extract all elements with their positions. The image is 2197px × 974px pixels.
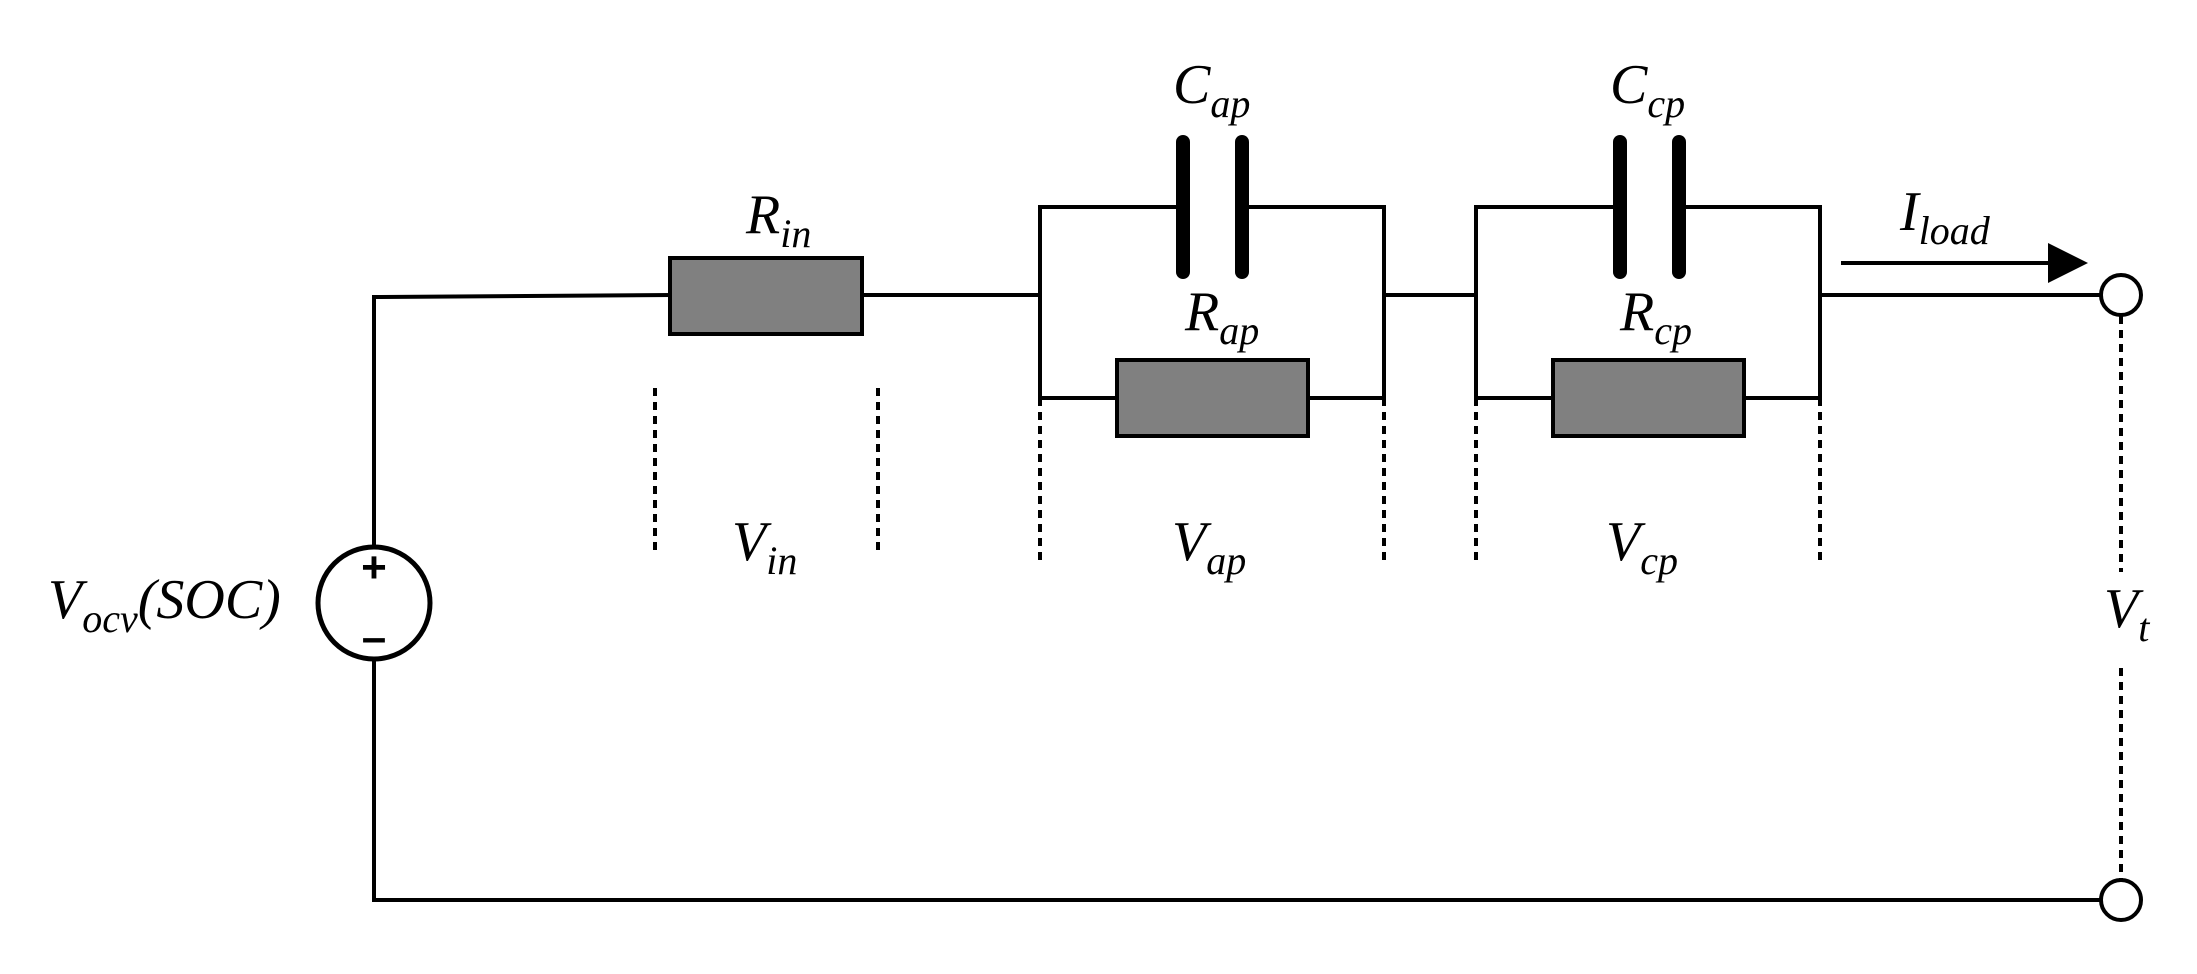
label-iload: Iload (1899, 181, 1991, 253)
label-vin-main: V (732, 511, 772, 573)
label-source-sub: ocv (82, 596, 138, 641)
label-rcp-sub: cp (1654, 308, 1692, 353)
label-cap-main: C (1173, 54, 1211, 116)
label-iload-sub: load (1919, 208, 1991, 253)
label-vcp-main: V (1606, 511, 1646, 573)
terminal-top (2099, 273, 2143, 317)
label-rap: Rap (1184, 281, 1259, 353)
label-vap-sub: ap (1206, 538, 1246, 583)
rc-block-cp (1474, 135, 1822, 438)
voltage-source: + – (315, 543, 433, 662)
terminal-bottom (2099, 878, 2143, 922)
label-vt-sub: t (2138, 605, 2150, 650)
label-source-main: V (48, 569, 88, 631)
label-cap-sub: ap (1210, 81, 1250, 126)
label-rin: Rin (745, 184, 811, 256)
label-ccp: Ccp (1610, 54, 1685, 126)
resistor-rcp (1551, 358, 1746, 438)
wires (371, 292, 2102, 902)
label-vcp: Vcp (1606, 511, 1678, 583)
resistor-rin (668, 256, 864, 336)
label-rap-main: R (1184, 281, 1219, 343)
label-rcp-main: R (1619, 281, 1654, 343)
label-source-suffix: (SOC) (138, 569, 281, 631)
label-ccp-main: C (1610, 54, 1648, 116)
resistor-rap (1115, 358, 1310, 438)
label-vap-main: V (1172, 511, 1212, 573)
label-iload-main: I (1899, 181, 1921, 243)
label-rcp: Rcp (1619, 281, 1692, 353)
rc-block-ap (1038, 135, 1386, 438)
label-rap-sub: ap (1219, 308, 1259, 353)
label-source-voltage: Vocv(SOC) (48, 569, 281, 641)
label-rin-sub: in (780, 211, 811, 256)
voltage-markers (653, 316, 2123, 880)
label-vcp-sub: cp (1640, 538, 1678, 583)
label-vap: Vap (1172, 511, 1246, 583)
label-vt: Vt (2104, 578, 2150, 650)
label-cap: Cap (1173, 54, 1250, 126)
source-plus-sign: + (361, 543, 387, 592)
source-minus-sign: – (362, 613, 386, 662)
label-vin-sub: in (766, 538, 797, 583)
label-vin: Vin (732, 511, 797, 583)
label-rin-main: R (745, 184, 780, 246)
label-vt-main: V (2104, 578, 2144, 640)
label-ccp-sub: cp (1647, 81, 1685, 126)
wire-top-left (371, 292, 673, 300)
source-circle (315, 544, 433, 662)
